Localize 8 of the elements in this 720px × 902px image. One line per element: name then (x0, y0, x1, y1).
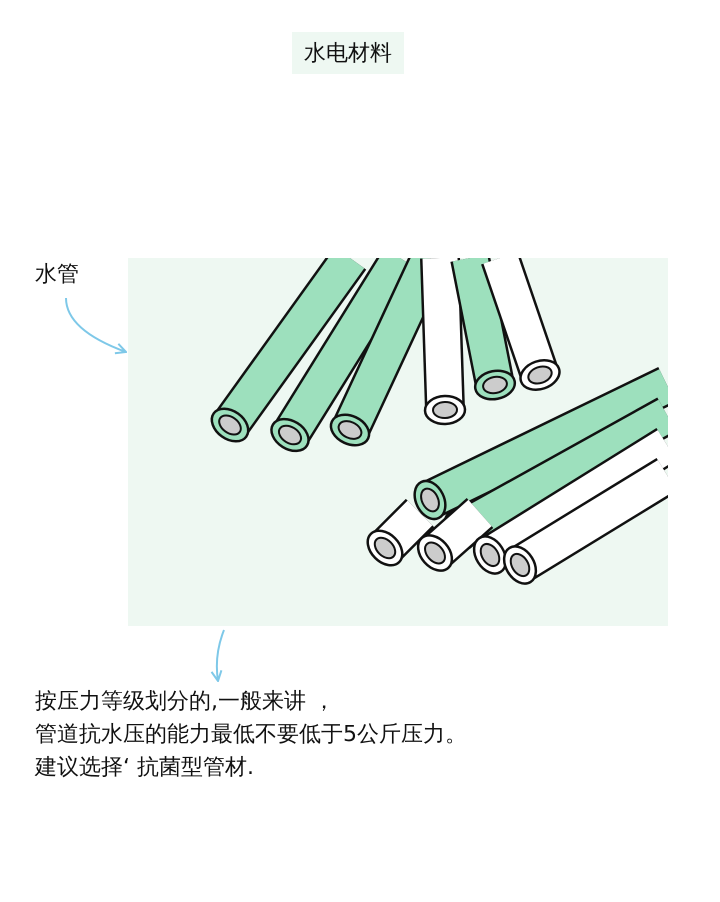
note-text: 建议选择‘ 抗菌型管材. (35, 754, 255, 782)
title: 水电材料 (292, 32, 404, 74)
note-text: 管道抗水压的能力最低不要低于5公斤压力。 (35, 721, 468, 749)
arrow (65, 298, 127, 354)
arrow (210, 630, 225, 682)
pipe-label: 水管 (35, 258, 95, 291)
pipe-illustration (128, 258, 668, 626)
note-text: 按压力等级划分的,一般来讲 ， (35, 688, 336, 716)
